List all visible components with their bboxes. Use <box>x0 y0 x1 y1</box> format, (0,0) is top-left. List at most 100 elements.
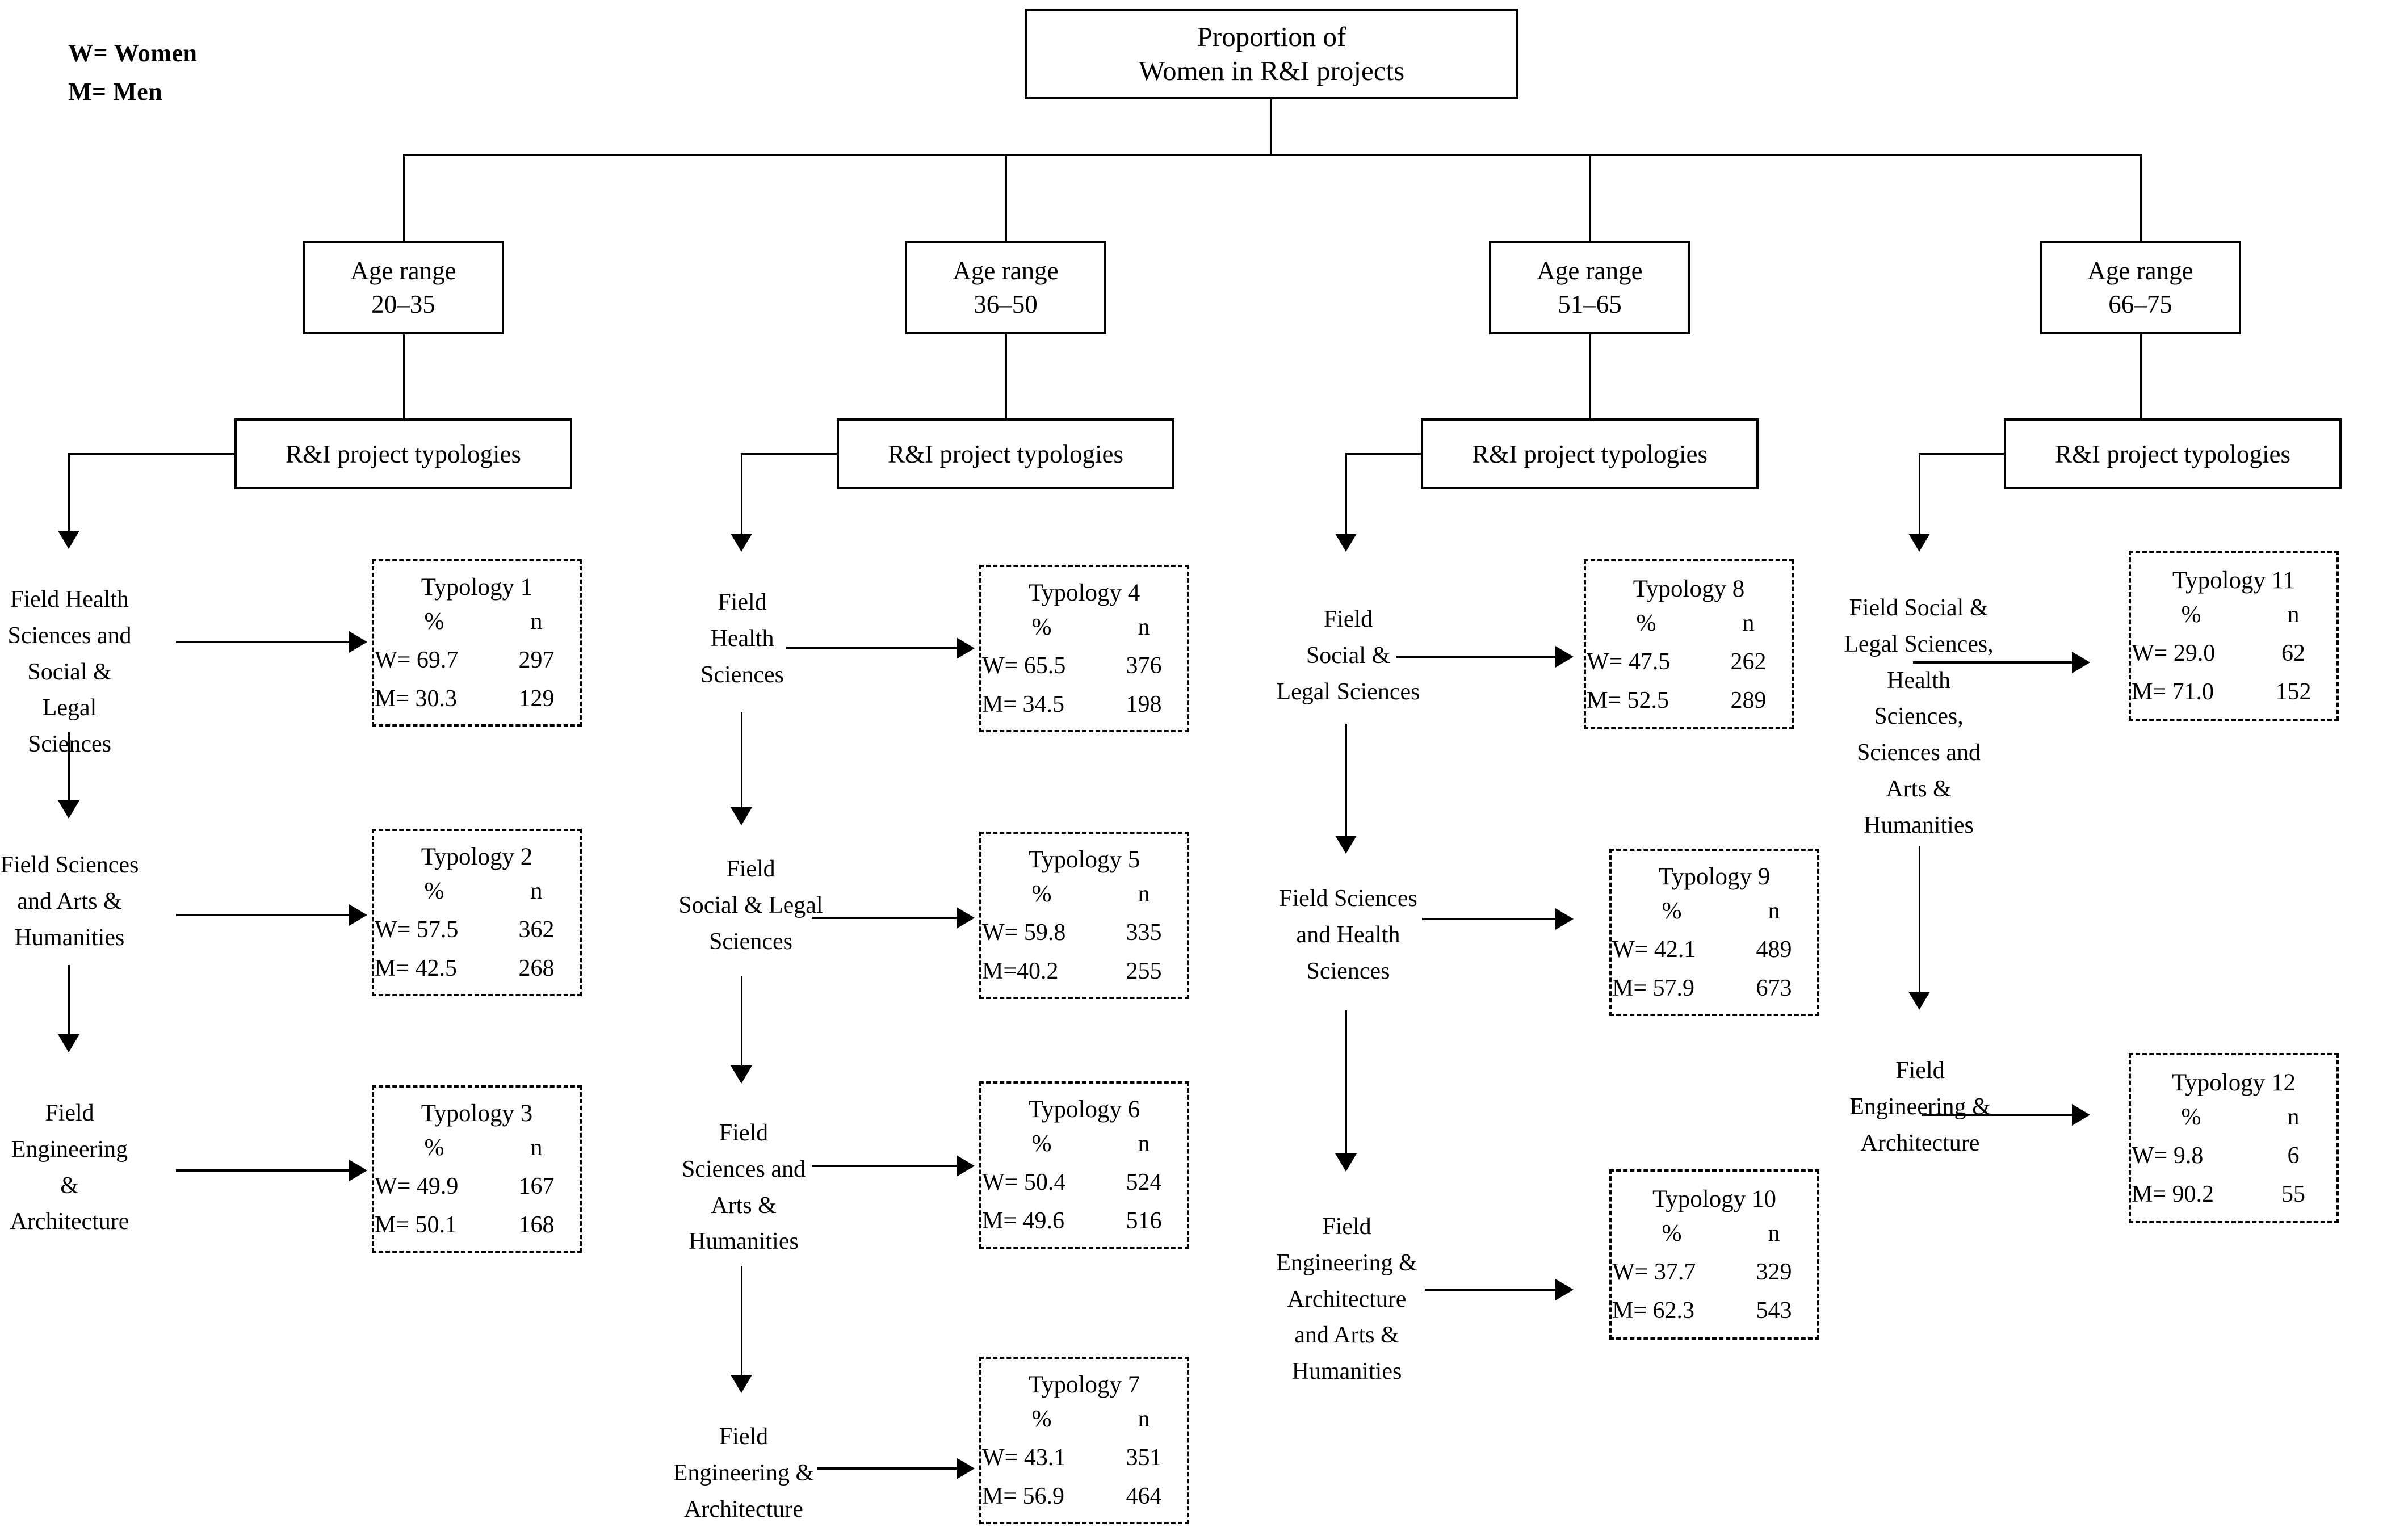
typology-men-9: M= 57.9 <box>1612 975 1695 1001</box>
arrow-shaft-4-1 <box>1913 661 2072 664</box>
typology-women-9: W= 42.1 <box>1612 937 1696 963</box>
branch-line-2-3to4 <box>741 1266 742 1379</box>
typology-women-n-7: 351 <box>1126 1445 1162 1471</box>
typ-spine-h-1 <box>68 453 236 455</box>
typology-box-10: Typology 10 % n W= 37.7 329 M= 62.3 543 <box>1609 1169 1819 1340</box>
typology-col-pct-2: % <box>424 878 444 904</box>
typology-women-5: W= 59.8 <box>982 920 1066 946</box>
arrow-head-3-3 <box>1555 1279 1574 1300</box>
arrow-head-4-2 <box>2072 1104 2090 1126</box>
typology-men-3: M= 50.1 <box>375 1212 458 1238</box>
typology-women-12: W= 9.8 <box>2132 1142 2204 1169</box>
typ-spine-h-2 <box>741 453 838 455</box>
branch-line-2-2to3 <box>741 976 742 1070</box>
typology-men-n-9: 673 <box>1756 975 1792 1001</box>
typology-title-4: Typology 4 <box>1028 580 1140 606</box>
arrow-head-4-1 <box>2072 652 2090 673</box>
typology-men-n-1: 129 <box>518 686 555 712</box>
title-box: Proportion of Women in R&I projects <box>1025 9 1518 99</box>
typology-women-8: W= 47.5 <box>1587 648 1671 675</box>
title-line-2: Women in R&I projects <box>1138 55 1405 86</box>
arrow-head-1-2 <box>349 904 367 926</box>
arrow-head-2-2 <box>957 907 975 929</box>
root-drop-line-1 <box>403 154 405 241</box>
arrow-shaft-3-1 <box>1396 656 1555 658</box>
branch-arrow-down-2a <box>731 534 752 552</box>
typology-col-n-3: n <box>530 1135 543 1161</box>
field-label-3-1: Field Social & Legal Sciences <box>1276 606 1420 705</box>
typologies-header-label-1: R&I project typologies <box>286 439 521 468</box>
typology-men-n-2: 268 <box>518 955 555 981</box>
branch-line-2-1to2 <box>741 712 742 812</box>
typology-title-7: Typology 7 <box>1028 1371 1140 1398</box>
age-range-box-3: Age range 51–65 <box>1489 241 1690 334</box>
typology-title-1: Typology 1 <box>421 574 533 601</box>
branch-arrow-down-1a <box>58 531 79 549</box>
age-range-box-4: Age range 66–75 <box>2040 241 2241 334</box>
typologies-header-label-3: R&I project typologies <box>1472 439 1708 468</box>
typ-spine-v-3 <box>1345 453 1347 538</box>
typology-men-n-10: 543 <box>1756 1297 1792 1324</box>
arrow-shaft-4-2 <box>1922 1114 2072 1116</box>
branch-line-1-1to2 <box>68 732 70 805</box>
typology-men-8: M= 52.5 <box>1587 687 1669 714</box>
typology-col-n-2: n <box>530 878 543 904</box>
typology-box-12: Typology 12 % n W= 9.8 6 M= 90.2 55 <box>2129 1053 2339 1223</box>
arrow-head-1-3 <box>349 1160 367 1181</box>
typology-women-n-9: 489 <box>1756 937 1792 963</box>
typ-spine-v-4 <box>1919 453 1920 538</box>
typology-col-pct-8: % <box>1636 610 1656 636</box>
arrow-head-2-3 <box>957 1155 975 1177</box>
branch-line-3-2to3 <box>1345 1010 1347 1158</box>
age-to-typ-line-3 <box>1589 334 1591 418</box>
field-label-4-2: Field Engineering & Architecture <box>1849 1058 1991 1156</box>
typology-women-4: W= 65.5 <box>982 653 1066 679</box>
age-range-value-3: 51–65 <box>1558 289 1622 318</box>
branch-arrow-down-2b <box>731 807 752 825</box>
field-label-3-3: Field Engineering & Architecture and Art… <box>1276 1214 1417 1385</box>
typology-col-n-5: n <box>1138 881 1150 907</box>
branch-arrow-down-1c <box>58 1034 79 1052</box>
arrow-shaft-1-2 <box>176 914 349 916</box>
typology-women-n-8: 262 <box>1730 648 1767 675</box>
typology-col-n-11: n <box>2287 601 2300 628</box>
typology-men-6: M= 49.6 <box>982 1208 1065 1234</box>
typology-title-3: Typology 3 <box>421 1100 533 1127</box>
typology-box-6: Typology 6 % n W= 50.4 524 M= 49.6 516 <box>979 1081 1189 1249</box>
arrow-shaft-2-2 <box>812 917 957 919</box>
age-range-box-2: Age range 36–50 <box>905 241 1106 334</box>
typologies-header-box-1: R&I project typologies <box>234 418 572 489</box>
age-range-label-3: Age range <box>1537 257 1643 285</box>
typology-men-n-6: 516 <box>1126 1208 1162 1234</box>
legend: W= Women M= Men <box>68 34 198 111</box>
arrow-shaft-1-1 <box>176 641 349 643</box>
typology-box-5: Typology 5 % n W= 59.8 335 M=40.2 255 <box>979 832 1189 999</box>
typology-title-10: Typology 10 <box>1652 1185 1776 1212</box>
age-range-value-1: 20–35 <box>371 289 435 318</box>
typology-men-2: M= 42.5 <box>375 955 458 981</box>
typology-col-n-12: n <box>2287 1103 2300 1130</box>
typology-women-n-12: 6 <box>2287 1142 2300 1169</box>
typology-col-pct-7: % <box>1031 1406 1052 1432</box>
typology-women-10: W= 37.7 <box>1612 1258 1696 1285</box>
typology-men-n-4: 198 <box>1126 691 1162 717</box>
typologies-header-box-2: R&I project typologies <box>837 418 1174 489</box>
typology-col-n-10: n <box>1768 1220 1780 1247</box>
typology-box-4: Typology 4 % n W= 65.5 376 M= 34.5 198 <box>979 565 1189 732</box>
typology-col-n-7: n <box>1138 1406 1150 1432</box>
arrow-shaft-2-1 <box>786 647 957 649</box>
arrow-shaft-2-3 <box>812 1165 957 1167</box>
typologies-header-label-2: R&I project typologies <box>888 439 1123 468</box>
age-to-typ-line-1 <box>403 334 405 418</box>
typology-women-n-4: 376 <box>1126 653 1162 679</box>
typology-col-pct-4: % <box>1031 614 1052 640</box>
arrow-head-2-1 <box>957 637 975 659</box>
typology-col-pct-10: % <box>1662 1220 1682 1247</box>
typology-title-12: Typology 12 <box>2172 1069 2296 1096</box>
arrow-head-3-2 <box>1555 908 1574 930</box>
arrow-head-1-1 <box>349 631 367 653</box>
typology-box-7: Typology 7 % n W= 43.1 351 M= 56.9 464 <box>979 1357 1189 1524</box>
root-drop-line-2 <box>1005 154 1007 241</box>
branch-arrow-down-3c <box>1335 1153 1357 1172</box>
